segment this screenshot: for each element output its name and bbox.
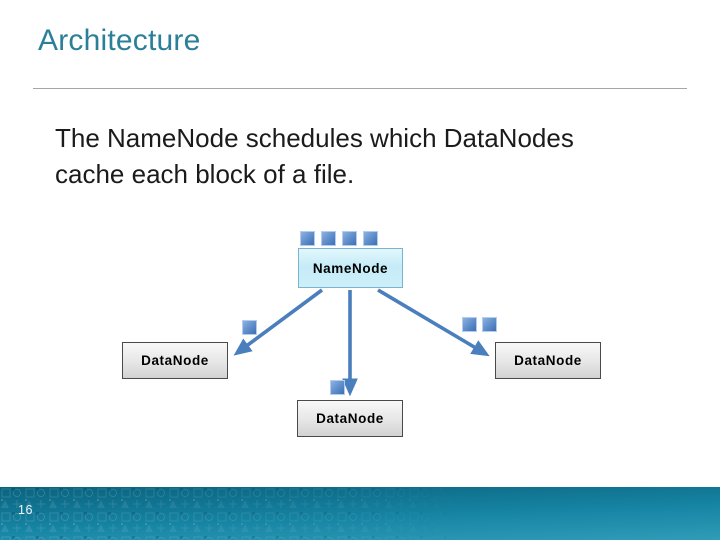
- block-icon: [363, 231, 378, 246]
- footer-texture-pattern: [0, 487, 470, 540]
- page-number: 16: [18, 503, 33, 517]
- arrow-namenode-to-right-datanode: [377, 288, 490, 357]
- page-title: Architecture: [38, 24, 201, 57]
- datanode-left-label: DataNode: [141, 353, 209, 368]
- arrow-namenode-to-left-datanode: [233, 288, 324, 356]
- datanode-bottom-box: DataNode: [297, 400, 403, 437]
- block-icon: [330, 380, 345, 395]
- datanode-right-label: DataNode: [514, 353, 582, 368]
- block-icon: [462, 317, 477, 332]
- datanode-right-box: DataNode: [495, 342, 601, 379]
- footer-band: 16: [0, 487, 720, 540]
- block-icon: [300, 231, 315, 246]
- namenode-box: NameNode: [298, 248, 403, 288]
- body-text: The NameNode schedules which DataNodes c…: [55, 120, 615, 192]
- datanode-bottom-label: DataNode: [316, 411, 384, 426]
- block-icon: [242, 320, 257, 335]
- namenode-label: NameNode: [312, 260, 389, 276]
- block-icon: [321, 231, 336, 246]
- title-divider: [33, 88, 687, 89]
- body-line-1: The NameNode schedules which DataNodes: [55, 123, 574, 153]
- datanode-left-box: DataNode: [122, 342, 228, 379]
- block-icon: [482, 317, 497, 332]
- block-icon: [342, 231, 357, 246]
- body-line-2: cache each block of a file.: [55, 159, 355, 189]
